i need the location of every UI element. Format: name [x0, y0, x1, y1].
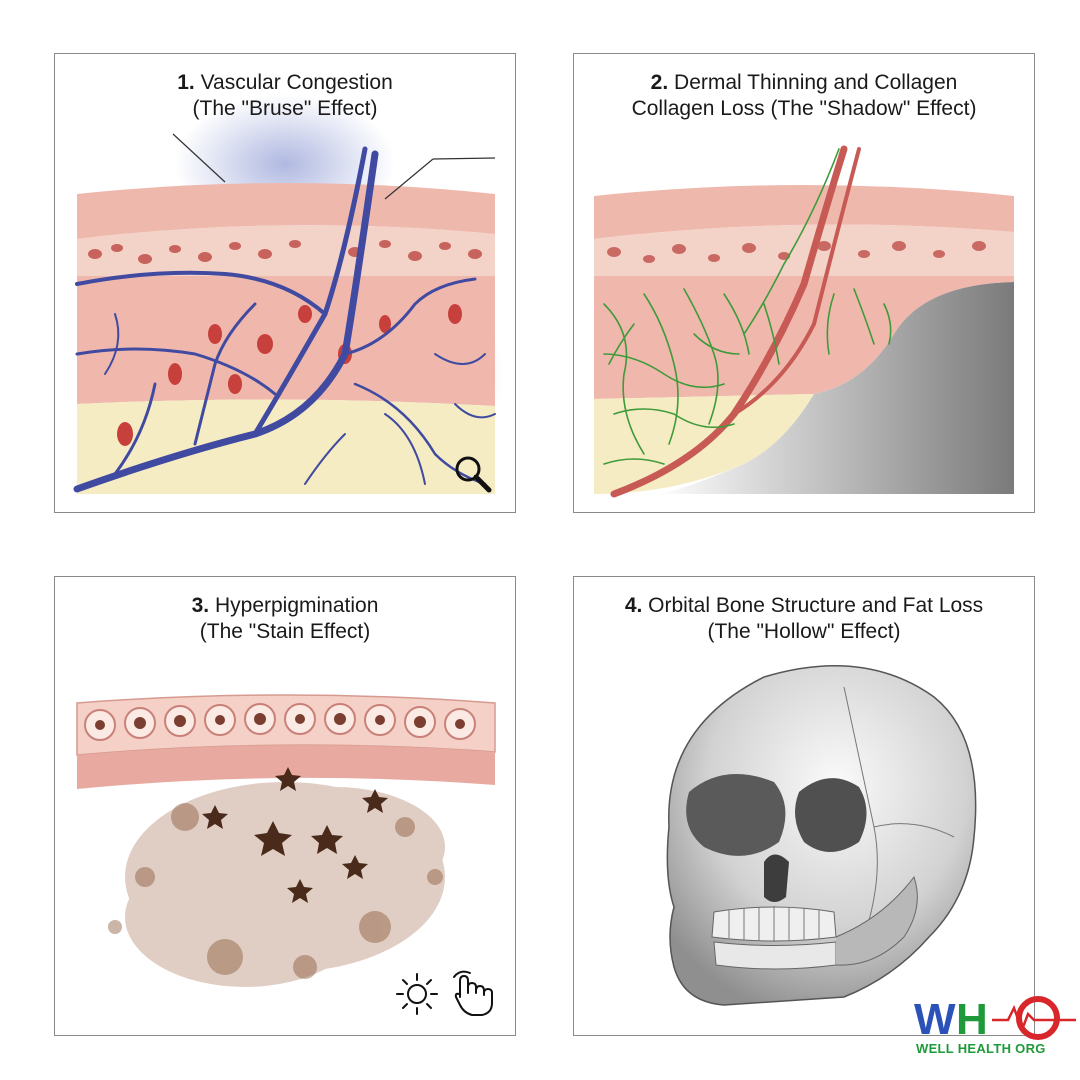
skull-illustration — [666, 665, 977, 1006]
panel-subtitle: (The "Stain Effect) — [199, 620, 371, 643]
panel-heading: Dermal Thinning and Collagen — [674, 71, 958, 94]
svg-text:W: W — [914, 995, 956, 1042]
panel-heading: Orbital Bone Structure and Fat Loss — [648, 594, 984, 617]
panel-number: 4. — [624, 594, 643, 617]
melanocyte-stars — [202, 767, 388, 903]
panel-subtitle: (The "Hollow" Effect) — [707, 620, 901, 643]
sun-icon — [396, 973, 438, 1015]
logo-tagline: WELL HEALTH ORG — [916, 1041, 1046, 1056]
panel-title: 3. Hyperpigmination (The "Stain Effect) — [55, 593, 515, 645]
panel-hyperpigmentation: 3. Hyperpigmination (The "Stain Effect) — [54, 576, 516, 1036]
panel-title: 2. Dermal Thinning and Collagen Collagen… — [574, 70, 1034, 122]
svg-text:H: H — [956, 995, 988, 1042]
pigment-illustration — [76, 694, 496, 987]
panel-number: 3. — [191, 594, 210, 617]
panel-title: 4. Orbital Bone Structure and Fat Loss (… — [574, 593, 1034, 645]
panel-subtitle: (The "Bruse" Effect) — [192, 97, 378, 120]
panel-subtitle: Collagen Loss (The "Shadow" Effect) — [631, 97, 977, 120]
hand-touch-icon — [453, 970, 493, 1016]
panel-orbital-bone: 4. Orbital Bone Structure and Fat Loss (… — [573, 576, 1035, 1036]
who-logo-mark: W H — [914, 995, 1076, 1044]
panel-number: 2. — [650, 71, 669, 94]
panel-vascular-congestion: 1. Vascular Congestion (The "Bruse" Effe… — [54, 53, 516, 513]
vascular-illustration — [73, 94, 505, 494]
who-logo: W H WELL HEALTH ORG — [912, 994, 1078, 1060]
magnifier-icon — [455, 456, 492, 493]
panel-heading: Hyperpigmination — [214, 594, 379, 617]
collagen-illustration — [594, 145, 1014, 498]
panel-dermal-thinning: 2. Dermal Thinning and Collagen Collagen… — [573, 53, 1035, 513]
panel-number: 1. — [177, 71, 195, 94]
panel-heading: Vascular Congestion — [200, 71, 393, 94]
panel-title: 1. Vascular Congestion (The "Bruse" Effe… — [55, 70, 515, 122]
